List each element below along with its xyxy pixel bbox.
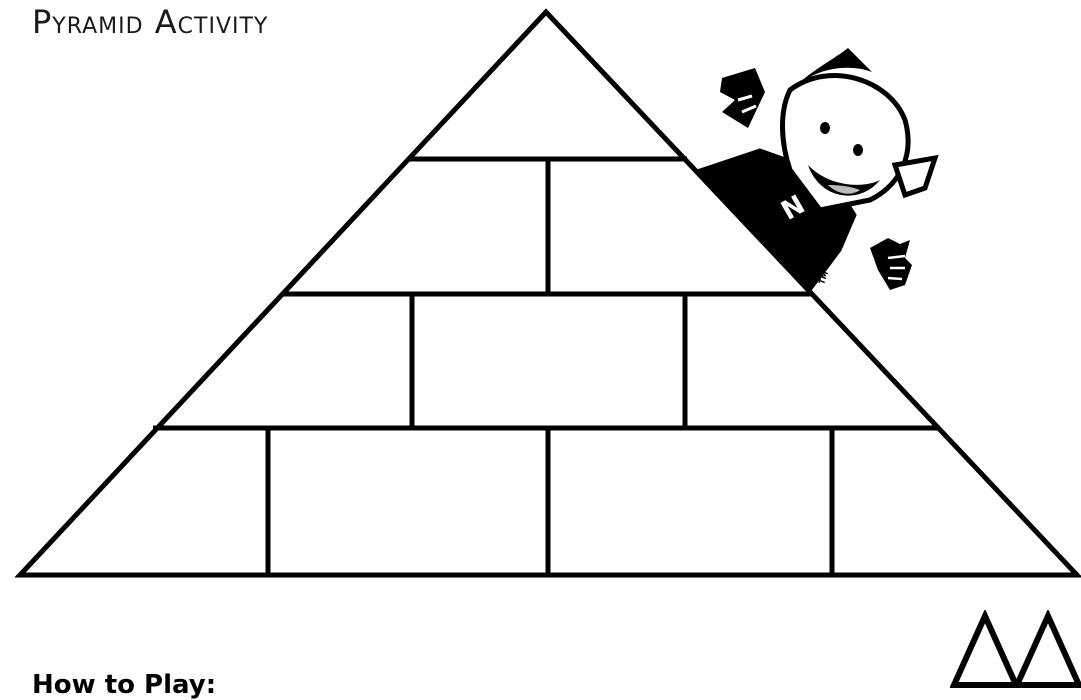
logo-triangle-right-icon	[1017, 616, 1079, 685]
instructions-heading: How to Play:	[32, 670, 216, 700]
page-title: Pyramid Activity	[32, 2, 268, 42]
mascot-eye-right	[853, 144, 863, 156]
mascot-ear	[895, 158, 935, 195]
double-triangle-logo-icon	[950, 610, 1081, 691]
mascot-character-icon: N TM	[700, 48, 935, 290]
mascot-hand-right	[870, 238, 912, 290]
logo-triangle-left-icon	[954, 616, 1016, 685]
mascot-eye-left	[820, 122, 830, 134]
